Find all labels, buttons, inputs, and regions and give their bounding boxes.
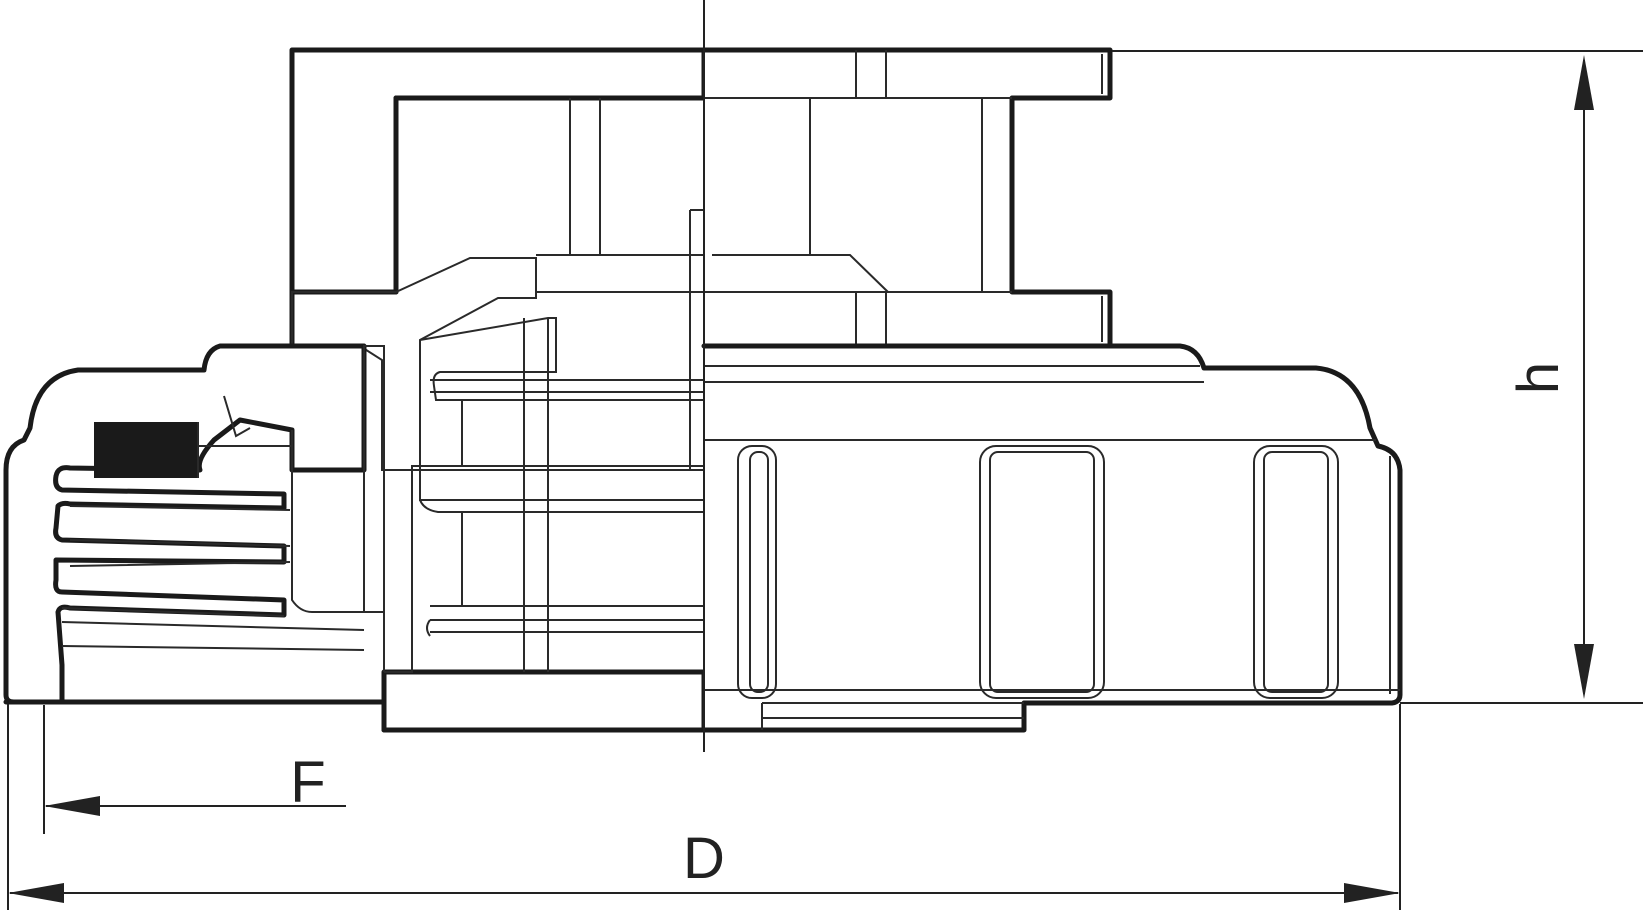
diameter-dimension: D — [7, 704, 1401, 910]
flange-label: F — [290, 750, 325, 815]
exterior-view — [701, 47, 1403, 733]
flange-dimension: F — [43, 705, 346, 834]
height-label: h — [1506, 362, 1571, 394]
seal-ring — [94, 422, 198, 478]
height-dimension: h — [1112, 50, 1643, 704]
section-view — [3, 47, 704, 733]
diameter-label: D — [683, 826, 725, 891]
